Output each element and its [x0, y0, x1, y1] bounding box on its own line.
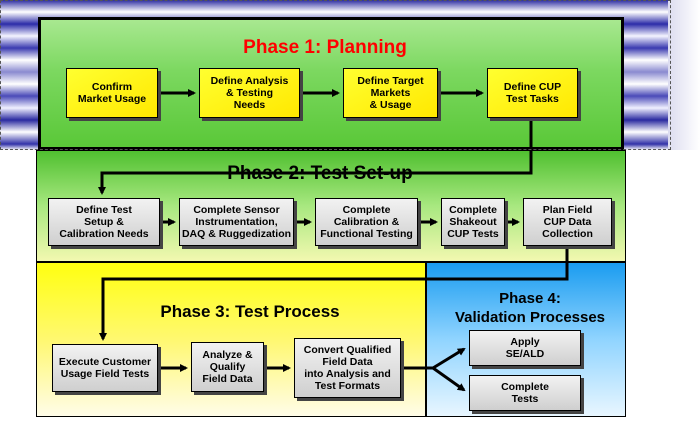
phase4-title-line2: Validation Processes: [454, 309, 606, 326]
phase2-title: Phase 2: Test Set-up: [227, 163, 413, 184]
phase3-title: Phase 3: Test Process: [160, 302, 340, 321]
right-gradient-strip: [668, 0, 700, 150]
phase4-title-line1: Phase 4:: [499, 290, 561, 307]
phase1-title: Phase 1: Planning: [243, 37, 407, 58]
